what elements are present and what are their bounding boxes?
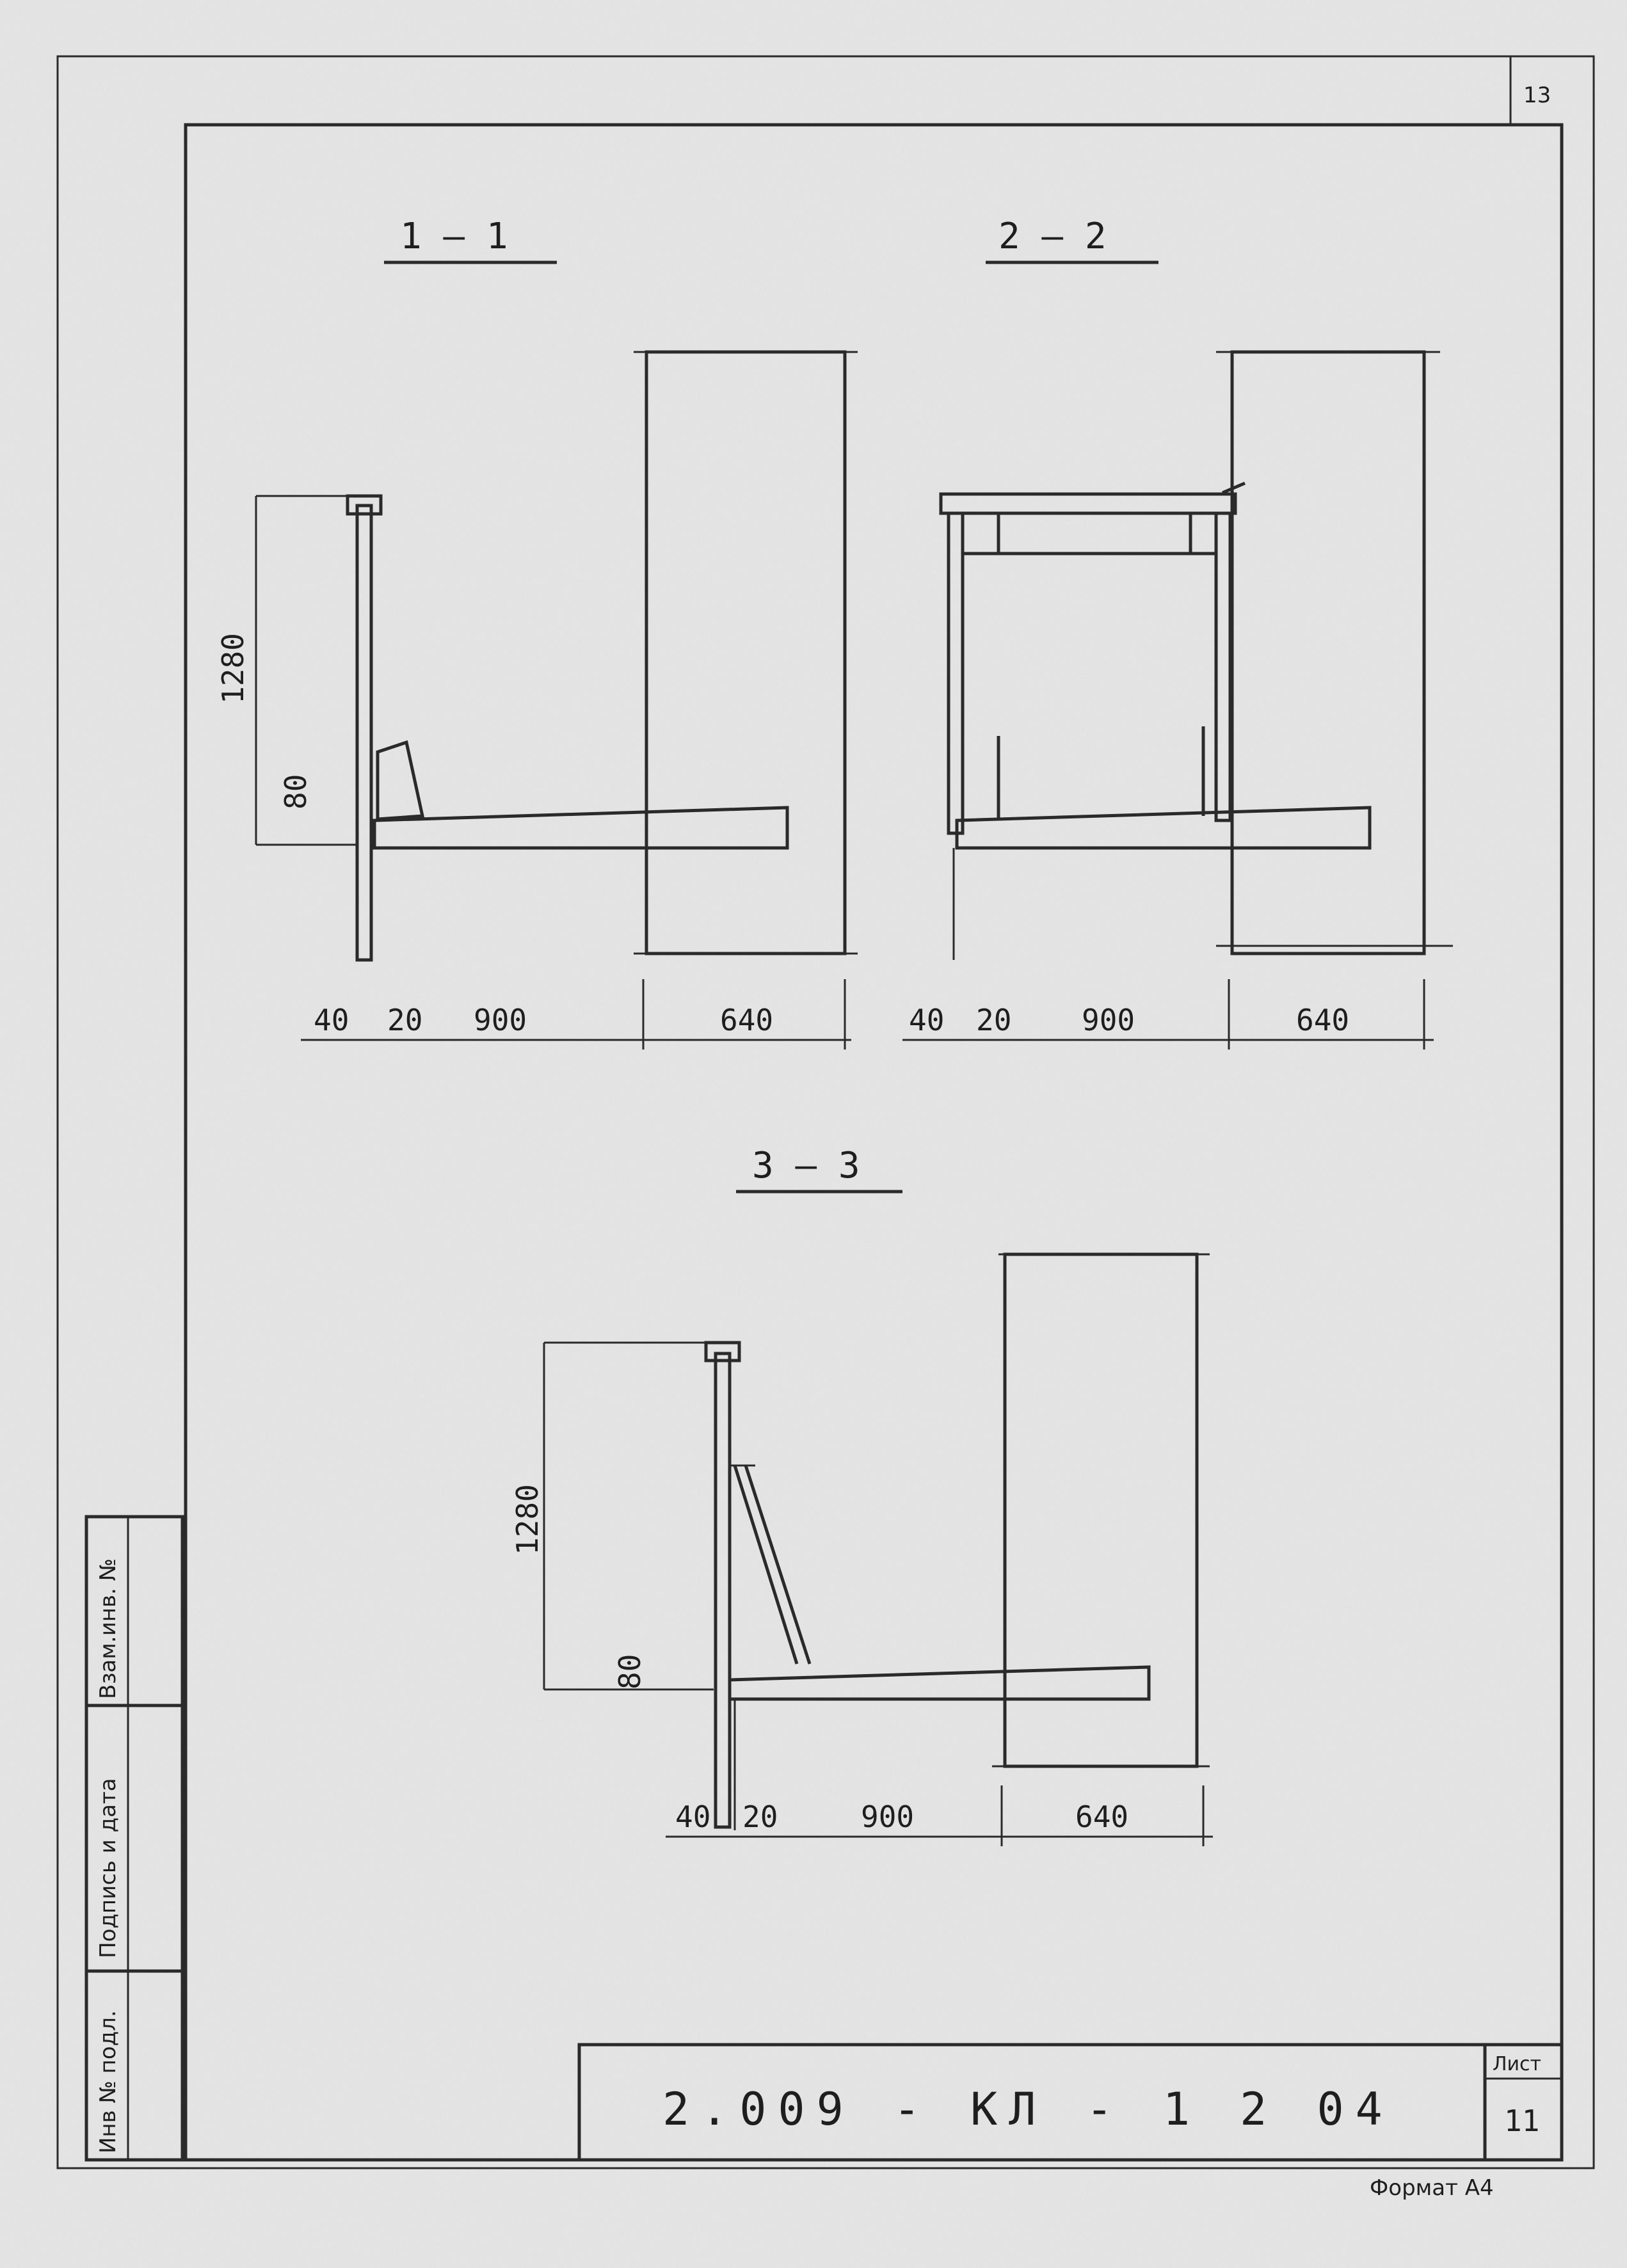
handrail-1 xyxy=(346,494,383,516)
format-label: Формат А4 xyxy=(1370,2175,1494,2201)
side-stamp-signature-date: Подпись и дата xyxy=(95,1778,121,1958)
dim-3-ledge: 80 xyxy=(613,1654,647,1689)
handrail-2-anchor xyxy=(1222,481,1246,495)
dim-3-20: 20 xyxy=(742,1800,778,1834)
dim-2-900: 900 xyxy=(1082,1003,1135,1037)
section-2-2: 2 — 2 40 20 900 640 xyxy=(902,216,1453,1050)
side-stamp: Взам.инв. № Подпись и дата Инв № подл. xyxy=(84,1515,184,2162)
railing-post-1 xyxy=(355,504,373,962)
brace-3b xyxy=(744,1465,812,1665)
outer-frame xyxy=(56,55,1595,2169)
dim-1-900: 900 xyxy=(474,1003,527,1037)
dim-1-40: 40 xyxy=(314,1003,349,1037)
section-1-1: 1 — 1 1280 80 40 20 900 640 xyxy=(216,216,858,1050)
sheet-number: 11 xyxy=(1504,2104,1539,2138)
drawing-code: 2.009 - КЛ - 1 2 04 xyxy=(662,2083,1394,2136)
corner-mark: 13 xyxy=(1523,83,1551,108)
dim-1-ledge: 80 xyxy=(278,774,313,810)
side-stamp-inv-no: Инв № подл. xyxy=(95,2010,121,2153)
railing-post-2a xyxy=(947,511,965,835)
sheet-label: Лист xyxy=(1493,2053,1541,2075)
dim-1-height: 1280 xyxy=(216,633,250,704)
balcony-slab-2 xyxy=(955,806,1372,850)
dim-1-640: 640 xyxy=(720,1003,773,1037)
section-1-label: 1 — 1 xyxy=(400,216,508,257)
dim-1-20: 20 xyxy=(387,1003,422,1037)
dim-2-640: 640 xyxy=(1296,1003,1349,1037)
railing-post-2b xyxy=(1214,511,1232,822)
brace-3a xyxy=(733,1465,799,1665)
section-3-3: 3 — 3 1280 80 40 20 900 640 xyxy=(510,1145,1213,1846)
dim-3-height: 1280 xyxy=(510,1484,545,1555)
side-stamp-frame xyxy=(84,1515,184,2162)
railing-post-3 xyxy=(714,1352,732,1829)
section-2-label: 2 — 2 xyxy=(998,216,1107,257)
bracket-1 xyxy=(376,740,425,821)
dim-3-900: 900 xyxy=(861,1800,914,1834)
section-3-label: 3 — 3 xyxy=(752,1145,860,1186)
side-stamp-replace-inv: Взам.инв. № xyxy=(95,1558,121,1699)
dim-3-640: 640 xyxy=(1075,1800,1128,1834)
title-block: 2.009 - КЛ - 1 2 04 Лист 11 xyxy=(577,2043,1564,2162)
handrail-3 xyxy=(704,1341,741,1362)
handrail-2 xyxy=(939,492,1237,515)
dim-2-20: 20 xyxy=(976,1003,1011,1037)
balcony-slab-1 xyxy=(373,806,789,850)
title-block-frame xyxy=(577,2043,1564,2162)
dim-3-40: 40 xyxy=(675,1800,710,1834)
dim-2-40: 40 xyxy=(909,1003,944,1037)
